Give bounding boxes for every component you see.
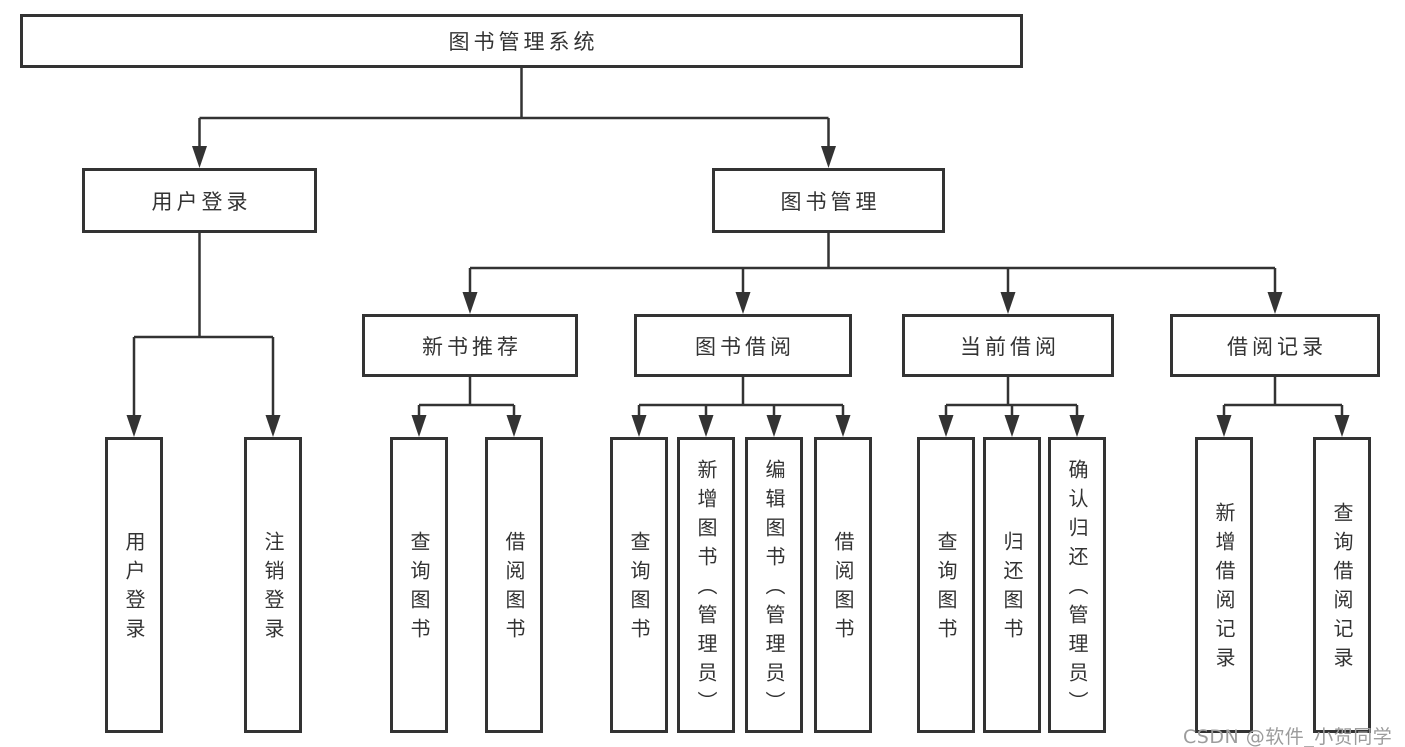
leaf-user-login: 用户登录 [105, 437, 163, 733]
leaf-query-books-borrowing-label: 查询图书 [627, 531, 651, 647]
leaf-edit-book-admin: 编辑图书（管理员） [745, 437, 803, 733]
node-current-borrowing-label: 当前借阅 [960, 334, 1060, 359]
node-root: 图书管理系统 [20, 14, 1023, 68]
node-book-borrowing: 图书借阅 [634, 314, 852, 377]
leaf-add-book-admin-label: 新增图书（管理员） [694, 458, 718, 720]
leaf-borrow-books-recommend-label: 借阅图书 [502, 531, 526, 647]
leaf-query-books-recommend: 查询图书 [390, 437, 448, 733]
leaf-confirm-return-admin: 确认归还（管理员） [1048, 437, 1106, 733]
leaf-return-books: 归还图书 [983, 437, 1041, 733]
leaf-borrow-books-recommend: 借阅图书 [485, 437, 543, 733]
node-book-management-label: 图书管理 [780, 189, 881, 214]
leaf-query-books-recommend-label: 查询图书 [407, 531, 431, 647]
leaf-add-borrow-record-label: 新增借阅记录 [1212, 502, 1236, 676]
leaf-logout: 注销登录 [244, 437, 302, 733]
node-user-login: 用户登录 [82, 168, 317, 233]
leaf-query-borrow-record: 查询借阅记录 [1313, 437, 1371, 733]
node-new-book-recommend: 新书推荐 [362, 314, 578, 377]
node-book-management: 图书管理 [712, 168, 945, 233]
leaf-query-books-current-label: 查询图书 [934, 531, 958, 647]
node-user-login-label: 用户登录 [151, 189, 252, 214]
leaf-return-books-label: 归还图书 [1000, 531, 1024, 647]
node-book-borrowing-label: 图书借阅 [695, 334, 795, 359]
leaf-edit-book-admin-label: 编辑图书（管理员） [762, 458, 786, 720]
leaf-logout-label: 注销登录 [261, 531, 285, 647]
leaf-borrow-books-borrowing-label: 借阅图书 [831, 531, 855, 647]
node-current-borrowing: 当前借阅 [902, 314, 1114, 377]
node-new-book-recommend-label: 新书推荐 [422, 334, 522, 359]
leaf-user-login-label: 用户登录 [122, 531, 146, 647]
leaf-query-books-current: 查询图书 [917, 437, 975, 733]
node-root-label: 图书管理系统 [448, 30, 599, 54]
leaf-confirm-return-admin-label: 确认归还（管理员） [1065, 458, 1089, 720]
arrowhead-icons [126, 146, 1350, 437]
node-borrowing-records: 借阅记录 [1170, 314, 1380, 377]
leaf-borrow-books-borrowing: 借阅图书 [814, 437, 872, 733]
node-borrowing-records-label: 借阅记录 [1227, 334, 1327, 359]
leaf-add-borrow-record: 新增借阅记录 [1195, 437, 1253, 733]
csdn-watermark: CSDN @软件_小贺同学 [1183, 726, 1393, 747]
leaf-query-books-borrowing: 查询图书 [610, 437, 668, 733]
leaf-add-book-admin: 新增图书（管理员） [677, 437, 735, 733]
leaf-query-borrow-record-label: 查询借阅记录 [1330, 502, 1354, 676]
